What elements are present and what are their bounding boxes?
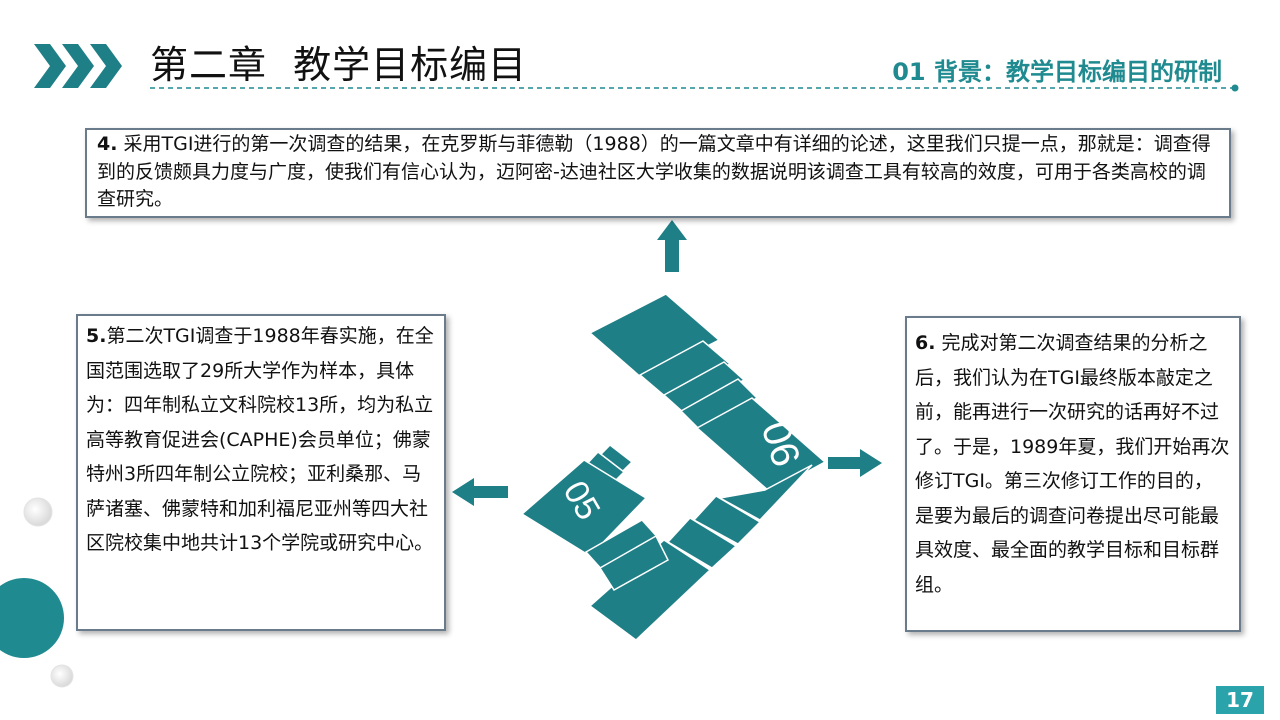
header-divider [150, 84, 1239, 92]
diagram-right-arm [588, 293, 827, 641]
page-title: 第二章 教学目标编目 [150, 43, 528, 87]
section-subtitle: 01 背景：教学目标编目的研制 [892, 58, 1222, 86]
decor-circle-tiny [50, 664, 74, 688]
arrow-up-icon [657, 220, 687, 272]
arrow-left-icon [452, 478, 508, 506]
step-text-5: 第二次TGI调查于1988年春实施，在全国范围选取了29所大学作为样本，具体为：… [86, 325, 434, 554]
diagram-left-arm [520, 443, 669, 591]
step-number-4: 4. [97, 133, 118, 155]
decor-circle-large [0, 578, 64, 658]
decor-circle-small [23, 497, 53, 527]
textbox-step-4: 4. 采用TGI进行的第一次调查的结果，在克罗斯与菲德勒（1988）的一篇文章中… [85, 128, 1231, 218]
step-number-6: 6. [915, 332, 936, 354]
chevron-logo-icon [34, 44, 122, 88]
textbox-step-5: 5.第二次TGI调查于1988年春实施，在全国范围选取了29所大学作为样本，具体… [76, 314, 446, 631]
step-text-6: 完成对第二次调查结果的分析之后，我们认为在TGI最终版本敲定之前，能再进行一次研… [915, 332, 1230, 596]
step-number-5: 5. [86, 325, 107, 347]
page-number-badge: 17 [1216, 686, 1264, 714]
arrow-right-icon [828, 449, 882, 477]
textbox-step-6: 6. 完成对第二次调查结果的分析之后，我们认为在TGI最终版本敲定之前，能再进行… [905, 316, 1241, 632]
step-text-4: 采用TGI进行的第一次调查的结果，在克罗斯与菲德勒（1988）的一篇文章中有详细… [97, 133, 1211, 210]
